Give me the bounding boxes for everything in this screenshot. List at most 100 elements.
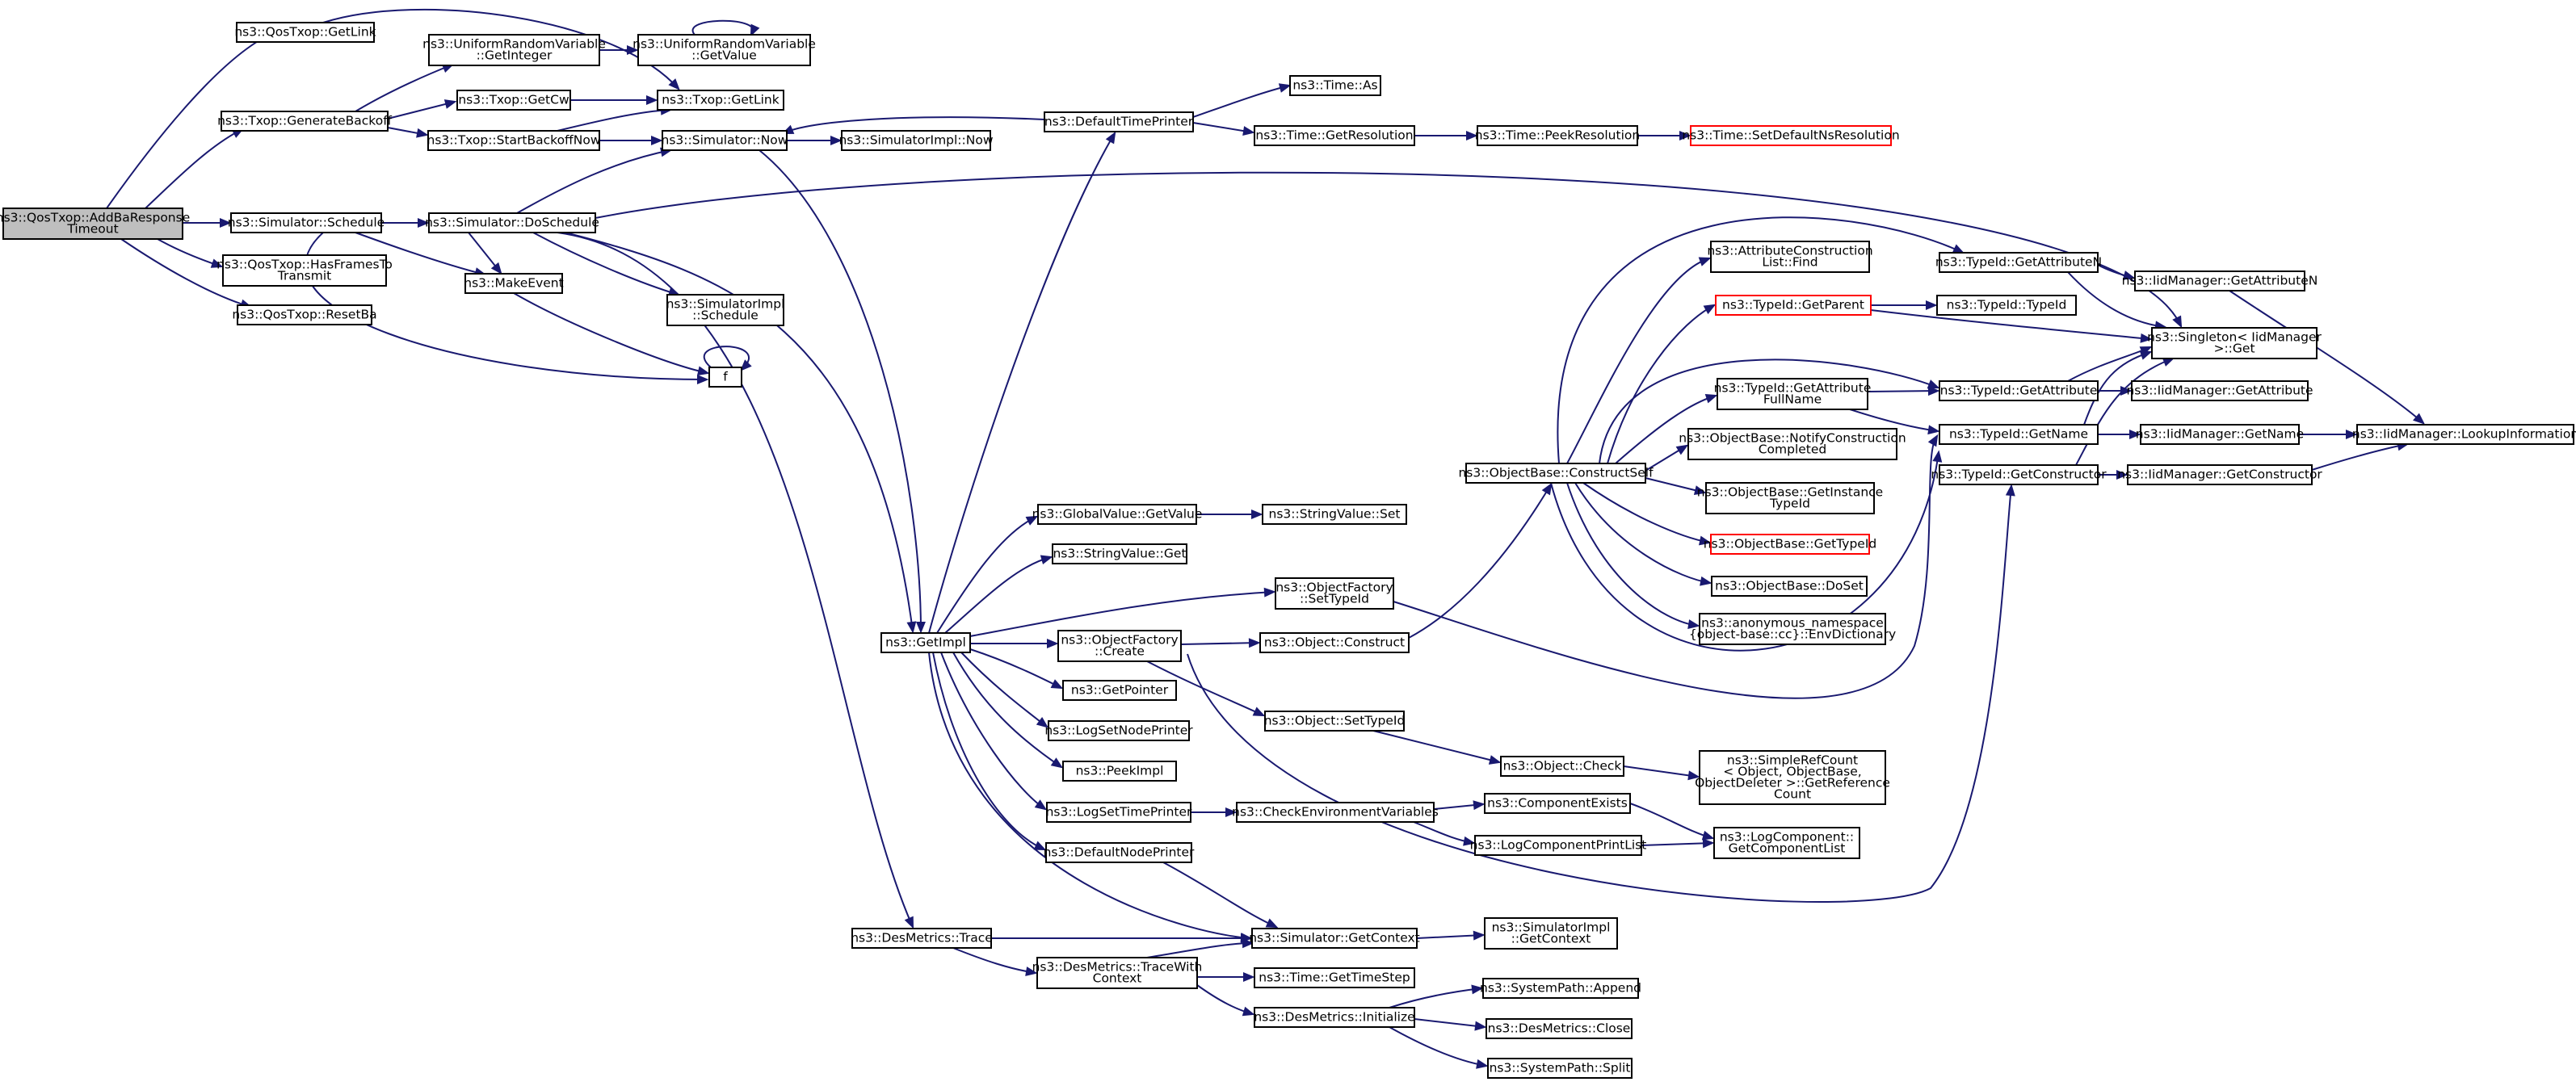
node-label: ns3::ObjectBase::GetTypeId — [1704, 537, 1877, 551]
node-box — [1465, 463, 1646, 484]
function-node[interactable]: ns3::Time::GetTimeStep — [1254, 967, 1415, 988]
function-node[interactable]: ns3::SystemPath::Split — [1487, 1058, 1633, 1079]
function-node[interactable]: ns3::GetPointer — [1062, 680, 1177, 701]
node-label: List::Find — [1762, 255, 1817, 270]
function-node[interactable]: ns3::SimulatorImpl::GetContext — [1484, 917, 1618, 950]
call-edge — [2299, 430, 2358, 439]
function-node[interactable]: ns3::IidManager::GetConstructor — [2117, 464, 2322, 485]
function-node[interactable]: ns3::Txop::GetLink — [657, 90, 784, 111]
function-node[interactable]: ns3::TypeId::GetConstructor — [1931, 464, 2107, 485]
function-node[interactable]: ns3::UniformRandomVariable::GetInteger — [422, 34, 606, 66]
node-box — [1044, 111, 1194, 132]
function-node[interactable]: ns3::StringValue::Get — [1052, 543, 1187, 564]
call-edge — [1641, 838, 1715, 849]
call-edge — [468, 232, 502, 275]
arrowhead — [2129, 430, 2141, 439]
function-node[interactable]: ns3::CheckEnvironmentVariables — [1232, 802, 1439, 823]
function-node[interactable]: ns3::Time::SetDefaultNsResolution — [1682, 125, 1900, 146]
function-node[interactable]: ns3::GetImpl — [880, 632, 971, 653]
function-node[interactable]: ns3::DefaultTimePrinter — [1044, 111, 1194, 132]
function-node[interactable]: ns3::LogComponentPrintList — [1470, 835, 1647, 856]
node-label: ns3::Object::Construct — [1264, 635, 1405, 650]
function-node[interactable]: ns3::Time::As — [1289, 75, 1381, 96]
function-node[interactable]: ns3::Simulator::GetContext — [1249, 928, 1420, 949]
function-node[interactable]: ns3::Object::SetTypeId — [1264, 711, 1406, 732]
function-node[interactable]: ns3::TypeId::GetAttribute — [1939, 380, 2099, 401]
function-node[interactable]: ns3::ObjectBase::GetTypeId — [1704, 534, 1877, 555]
function-node[interactable]: ns3::Simulator::DoSchedule — [425, 212, 599, 233]
function-node[interactable]: ns3::Time::PeekResolution — [1475, 125, 1640, 146]
function-node[interactable]: ns3::QosTxop::GetLink — [234, 22, 376, 43]
function-node[interactable]: ns3::IidManager::GetAttributeN — [2122, 270, 2318, 291]
function-node[interactable]: ns3::Txop::GenerateBackoff — [217, 111, 392, 132]
function-node[interactable]: ns3::ObjectFactory::Create — [1057, 630, 1182, 662]
function-node[interactable]: ns3::DesMetrics::Initialize — [1254, 1007, 1415, 1028]
node-box — [1045, 842, 1192, 863]
node-box — [1036, 957, 1198, 989]
call-edge — [1849, 409, 1940, 435]
function-node[interactable]: ns3::Simulator::Now — [662, 130, 788, 151]
arrowhead — [416, 128, 429, 138]
arrowhead — [1243, 972, 1255, 982]
function-node[interactable]: ns3::Time::GetResolution — [1254, 125, 1415, 146]
node-box — [880, 632, 971, 653]
function-node[interactable]: ns3::UniformRandomVariable::GetValue — [632, 34, 816, 66]
function-node[interactable]: ns3::StringValue::Set — [1262, 504, 1407, 525]
function-node[interactable]: ns3::DesMetrics::Close — [1486, 1018, 1633, 1039]
function-node[interactable]: ns3::IidManager::LookupInformation — [2352, 424, 2576, 445]
arrowhead — [1265, 918, 1279, 929]
call-edge — [1416, 930, 1486, 941]
function-node[interactable]: ns3::Txop::StartBackoffNow — [427, 130, 601, 151]
function-node[interactable]: f — [708, 367, 742, 388]
function-node[interactable]: ns3::LogSetNodePrinter — [1044, 720, 1193, 741]
node-box — [1484, 793, 1631, 814]
function-node[interactable]: ns3::ObjectFactory::SetTypeId — [1275, 577, 1394, 610]
node-label: ns3::UniformRandomVariable — [422, 37, 606, 52]
node-label: ns3::Simulator::DoSchedule — [425, 216, 599, 230]
call-edge — [1191, 807, 1238, 817]
function-node[interactable]: ns3::DesMetrics::Trace — [851, 928, 993, 949]
call-edge — [570, 95, 658, 105]
function-node[interactable]: ns3::TypeId::GetName — [1939, 424, 2099, 445]
call-edge — [969, 587, 1276, 637]
function-node[interactable]: ns3::LogComponent::GetComponentList — [1713, 827, 1860, 859]
function-node[interactable]: ns3::MakeEvent — [464, 273, 564, 294]
function-node[interactable]: ns3::Singleton< IidManager >::Get — [2147, 327, 2322, 359]
function-node[interactable]: ns3::Object::Construct — [1259, 632, 1410, 653]
function-node[interactable]: ns3::ObjectBase::NotifyConstructionCompl… — [1679, 428, 1906, 460]
arrowhead — [2162, 357, 2175, 367]
function-node[interactable]: ns3::IidManager::GetAttribute — [2126, 380, 2313, 401]
function-node[interactable]: ns3::IidManager::GetName — [2136, 424, 2304, 445]
function-node[interactable]: ns3::ObjectBase::DoSet — [1711, 576, 1868, 597]
function-node[interactable]: ns3::anonymous_namespace{object-base::cc… — [1689, 613, 1896, 645]
function-node[interactable]: ns3::TypeId::GetAttributeN — [1935, 252, 2102, 273]
function-node[interactable]: ns3::LogSetTimePrinter — [1046, 802, 1192, 823]
function-node[interactable]: ns3::Txop::GetCw — [456, 90, 571, 111]
call-edge — [1566, 257, 1712, 464]
function-node[interactable]: ns3::SystemPath::Append — [1480, 978, 1641, 999]
node-label: ::GetInteger — [477, 48, 553, 63]
node-box — [1690, 125, 1892, 146]
function-node[interactable]: ns3::TypeId::TypeId — [1936, 295, 2077, 316]
function-node[interactable]: ns3::SimulatorImpl::Now — [838, 130, 994, 151]
function-node[interactable]: ns3::ObjectBase::ConstructSelf — [1458, 463, 1654, 484]
node-label: ns3::ObjectBase::DoSet — [1715, 579, 1864, 593]
function-node[interactable]: ns3::ComponentExists — [1484, 793, 1631, 814]
function-node[interactable]: ns3::PeekImpl — [1062, 761, 1177, 782]
function-node[interactable]: ns3::QosTxop::ResetBa — [232, 304, 377, 325]
function-node[interactable]: ns3::DefaultNodePrinter — [1044, 842, 1195, 863]
function-node[interactable]: ns3::Simulator::Schedule — [228, 212, 385, 233]
arrowhead — [1952, 244, 1965, 254]
function-node[interactable]: ns3::GlobalValue::GetValue — [1032, 504, 1203, 525]
function-node[interactable]: ns3::SimpleRefCount< Object, ObjectBase,… — [1695, 750, 1890, 805]
function-node[interactable]: ns3::SimulatorImpl::Schedule — [666, 294, 785, 326]
function-node[interactable]: ns3::TypeId::GetParent — [1715, 295, 1872, 316]
node-label: ns3::ComponentExists — [1487, 796, 1628, 811]
function-node[interactable]: ns3::Object::Check — [1500, 756, 1624, 777]
